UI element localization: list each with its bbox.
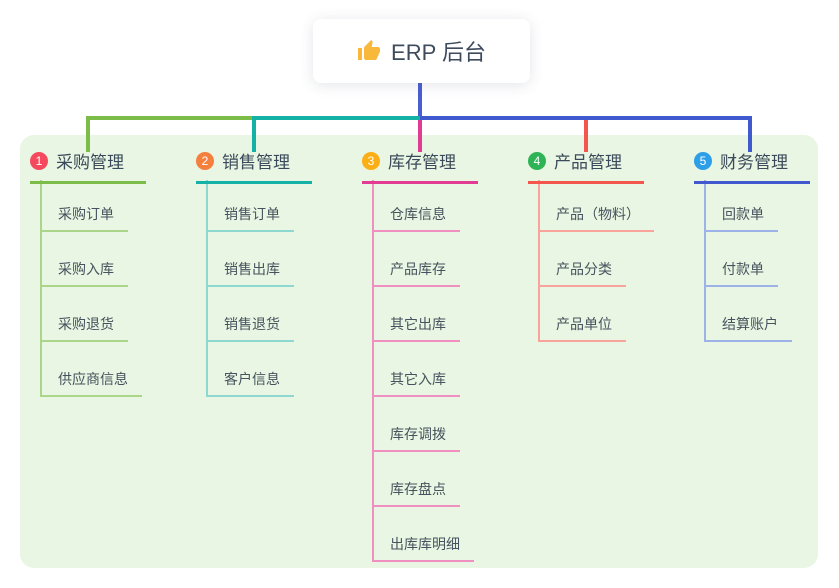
connector-branch-2 xyxy=(252,116,420,120)
branch-spine-line xyxy=(40,180,42,396)
branch-label: 采购管理 xyxy=(56,153,124,172)
branch-badge-4: 4 xyxy=(528,151,546,170)
root-title: ERP 后台 xyxy=(391,40,486,65)
leaf-item[interactable]: 采购订单 xyxy=(40,204,128,232)
leaf-item[interactable]: 客户信息 xyxy=(206,369,294,397)
branch-label: 销售管理 xyxy=(222,153,290,172)
root-node[interactable]: ERP 后台 xyxy=(313,19,530,83)
branch-badge-5: 5 xyxy=(694,151,712,170)
branch-title-2[interactable]: 2 销售管理 xyxy=(196,148,312,184)
leaf-item[interactable]: 库存盘点 xyxy=(372,479,460,507)
branch-spine-line xyxy=(372,180,374,561)
leaf-item[interactable]: 库存调拨 xyxy=(372,424,460,452)
leaf-item[interactable]: 销售退货 xyxy=(206,314,294,342)
branch-badge-1: 1 xyxy=(30,151,48,170)
leaf-item[interactable]: 采购退货 xyxy=(40,314,128,342)
drop-line-branch-1 xyxy=(86,116,90,152)
branch-badge-3: 3 xyxy=(362,151,380,170)
branch-title-4[interactable]: 4 产品管理 xyxy=(528,148,644,184)
branch-label: 财务管理 xyxy=(720,153,788,172)
branch-title-5[interactable]: 5 财务管理 xyxy=(694,148,810,184)
branch-title-1[interactable]: 1 采购管理 xyxy=(30,148,146,184)
leaf-item[interactable]: 产品单位 xyxy=(538,314,626,342)
leaf-item[interactable]: 产品（物料） xyxy=(538,204,654,232)
leaf-item[interactable]: 回款单 xyxy=(704,204,778,232)
leaf-item[interactable]: 销售订单 xyxy=(206,204,294,232)
connector-branch-5 xyxy=(420,116,752,120)
leaf-item[interactable]: 其它入库 xyxy=(372,369,460,397)
thumbs-up-icon xyxy=(357,39,381,63)
branch-label: 产品管理 xyxy=(554,153,622,172)
leaf-item[interactable]: 出库库明细 xyxy=(372,534,474,562)
leaf-item[interactable]: 供应商信息 xyxy=(40,369,142,397)
root-vertical-line xyxy=(418,83,422,120)
leaf-item[interactable]: 产品分类 xyxy=(538,259,626,287)
leaf-item[interactable]: 付款单 xyxy=(704,259,778,287)
leaf-item[interactable]: 仓库信息 xyxy=(372,204,460,232)
branch-spine-line xyxy=(538,180,540,341)
leaf-item[interactable]: 结算账户 xyxy=(704,314,792,342)
connector-branch-1 xyxy=(86,116,254,120)
branch-spine-line xyxy=(704,180,706,341)
branches-panel xyxy=(20,135,818,568)
drop-line-branch-4 xyxy=(584,120,588,152)
branch-spine-line xyxy=(206,180,208,396)
leaf-item[interactable]: 产品库存 xyxy=(372,259,460,287)
branch-title-3[interactable]: 3 库存管理 xyxy=(362,148,478,184)
leaf-item[interactable]: 采购入库 xyxy=(40,259,128,287)
drop-line-branch-3 xyxy=(418,120,422,152)
leaf-item[interactable]: 销售出库 xyxy=(206,259,294,287)
branch-badge-2: 2 xyxy=(196,151,214,170)
branch-label: 库存管理 xyxy=(388,153,456,172)
leaf-item[interactable]: 其它出库 xyxy=(372,314,460,342)
drop-line-branch-5 xyxy=(748,116,752,152)
drop-line-branch-2 xyxy=(252,116,256,152)
